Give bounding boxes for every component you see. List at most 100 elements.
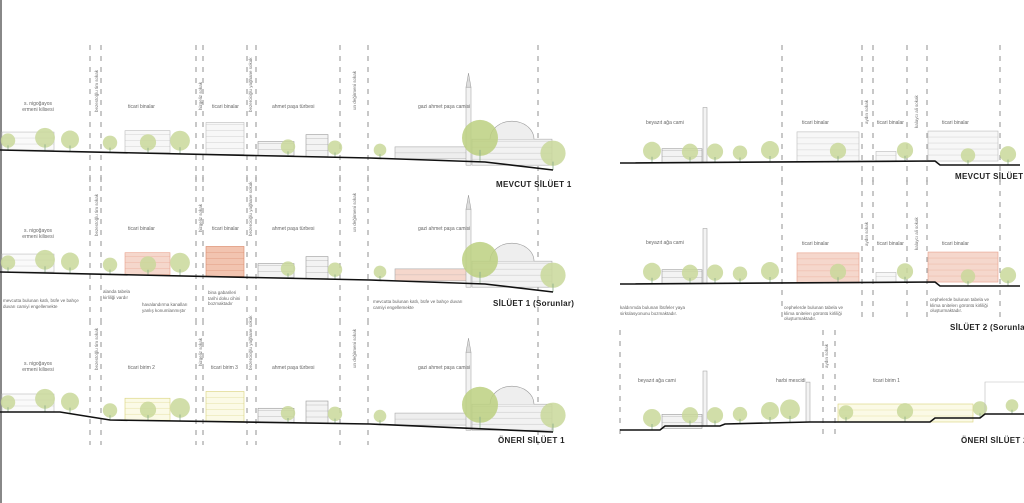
street-label: aydın sokak <box>864 221 869 246</box>
note: cephelerde bulunan tabela ve klima ünite… <box>930 297 990 313</box>
label-beyazit-aga-cami: beyazıt ağa cami <box>638 378 676 384</box>
tree-icon <box>706 407 724 424</box>
tree-icon <box>681 143 699 160</box>
note: alanda tabela kirliliği vardır <box>103 289 131 300</box>
sheet-edge <box>0 0 2 503</box>
label-ticari-birim-1: ticari birim 1 <box>873 378 900 384</box>
tree-icon <box>706 264 724 281</box>
note: bina gabarileri tarihi doku cihini bozma… <box>208 290 241 306</box>
tree-icon <box>643 141 661 160</box>
note: havalandırma kanalları yanlış konumlanmı… <box>142 302 188 313</box>
label-ticari-binalar: ticari binalar <box>212 104 239 110</box>
tree-icon <box>732 406 748 422</box>
label-ticari-binalar: ticari binalar <box>877 120 904 126</box>
minaret-cap <box>465 338 472 353</box>
tree-icon <box>732 266 748 281</box>
tree-icon <box>280 405 296 421</box>
tree-icon <box>170 252 190 273</box>
street-label: bezestoğlu tim sokak <box>94 69 99 112</box>
label-ahmet-pasa-turbesi: ahmet paşa türbesi <box>272 226 315 232</box>
tree-icon <box>960 148 976 163</box>
tree-icon <box>681 264 699 281</box>
label-ahmet-pasa-turbesi: ahmet paşa türbesi <box>272 365 315 371</box>
tree-icon <box>829 263 847 280</box>
tree-icon <box>35 249 55 270</box>
tree-icon <box>327 140 343 155</box>
street-label: un değirmeni sokak <box>352 192 357 232</box>
tree-icon <box>829 142 847 159</box>
tree-icon <box>761 401 779 420</box>
street-label: bezestoğlu tim sokak <box>94 327 99 370</box>
tree-icon <box>0 395 16 410</box>
tree-icon <box>838 405 854 420</box>
street-label: bezercioğlu yağhane sokak <box>248 315 253 370</box>
tree-icon <box>643 262 661 281</box>
tree-icon <box>102 135 118 150</box>
building <box>305 256 329 279</box>
label-ticari-binalar: ticari binalar <box>802 241 829 247</box>
tree-icon <box>102 257 118 272</box>
label-ticari-binalar: ticari binalar <box>877 241 904 247</box>
tree-icon <box>732 145 748 160</box>
tree-icon <box>540 262 566 288</box>
street-label: hizgeliz sokak <box>198 81 203 110</box>
tree-icon <box>761 141 779 160</box>
tree-icon <box>139 134 157 151</box>
tree-icon <box>896 142 914 159</box>
label-gazi-ahmet-pasa-camisi: gazi ahmet paşa camisi <box>418 226 471 232</box>
tree-icon <box>643 409 661 427</box>
building <box>796 252 860 284</box>
tree-icon <box>540 140 566 166</box>
street-label: kalaycı ali sokak <box>914 217 919 250</box>
tree-icon <box>780 399 800 420</box>
note: cephelerde bulunan tabela ve klima ünite… <box>784 305 844 321</box>
label-gazi-ahmet-pasa-camisi: gazi ahmet paşa camisi <box>418 104 471 110</box>
minaret-cap <box>465 195 472 210</box>
tree-icon <box>681 407 699 424</box>
building <box>875 151 897 162</box>
tree-icon <box>327 262 343 277</box>
tree-icon <box>706 143 724 160</box>
minaret-cap <box>465 73 472 88</box>
street-label: aydın sokak <box>824 343 829 368</box>
building-outline <box>984 381 1024 414</box>
ground-line <box>0 149 554 171</box>
note: mevcutta bulunan katlı, büfe ve bahçe du… <box>373 299 463 310</box>
tree-icon <box>462 386 498 423</box>
section-title: MEVCUT SİLÜET 2 <box>955 172 1024 181</box>
note: kaldırımda bulunan lbüfeler yaya sirküla… <box>620 305 686 316</box>
label-ticari-binalar: ticari binalar <box>128 104 155 110</box>
building <box>205 122 245 155</box>
ground-line <box>0 411 554 433</box>
tree-icon <box>61 392 79 411</box>
label-harbi-mescidi: harbi mescidi <box>776 378 806 384</box>
tree-icon <box>999 146 1017 163</box>
label-ticari-binalar: ticari binalar <box>212 226 239 232</box>
section-title: MEVCUT SİLÜET 1 <box>496 180 572 189</box>
tree-icon <box>896 403 914 420</box>
tree-icon <box>373 409 387 423</box>
tree-icon <box>102 403 118 418</box>
tree-icon <box>0 133 16 148</box>
street-label: bezercioğlu yağhane sokak <box>248 181 253 236</box>
minaret-icon <box>805 381 811 423</box>
section-title: ÖNERİ SİLÜET 1 <box>498 436 565 445</box>
section-title: ÖNERİ SİLÜET 2 <box>961 436 1024 445</box>
label-ticari-binalar: ticari binalar <box>942 241 969 247</box>
street-label: hizgeliz sokak <box>198 337 203 366</box>
street-label: bezestoğlu tim sokak <box>94 193 99 236</box>
tree-icon <box>280 261 296 276</box>
street-label: un değirmeni sokak <box>352 70 357 110</box>
label-ticari-binalar: ticari binalar <box>128 226 155 232</box>
building <box>305 134 329 157</box>
tree-icon <box>170 397 190 418</box>
tree-icon <box>999 267 1017 284</box>
tree-icon <box>0 255 16 270</box>
tree-icon <box>280 139 296 154</box>
building <box>305 400 329 424</box>
street-label: bezercioğlu yağhane sokak <box>248 57 253 112</box>
label-beyazit-aga-cami: beyazıt ağa cami <box>646 120 684 126</box>
tree-icon <box>35 127 55 148</box>
label-ticari-birim-2: ticari birim 2 <box>128 365 155 371</box>
